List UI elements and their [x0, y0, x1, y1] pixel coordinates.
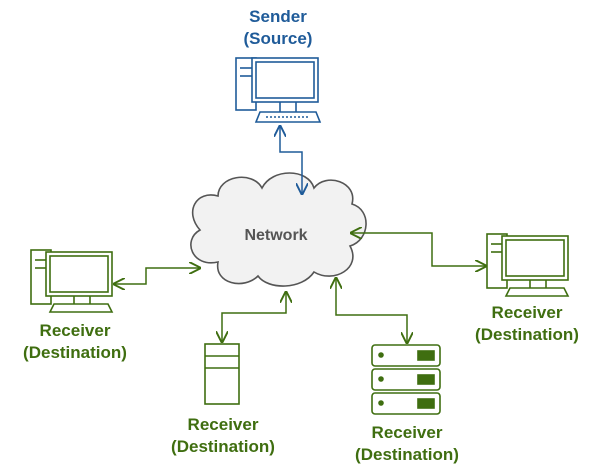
connector-bottom-right-network: [336, 278, 407, 343]
receiver-right-computer: [486, 233, 570, 297]
receiver-left-computer: [30, 249, 114, 313]
cloud-icon: [190, 172, 367, 287]
receiver-bottom-right-label-line2: (Destination): [355, 445, 459, 464]
receiver-bottom-right-label-line1: Receiver: [371, 423, 443, 442]
receiver-bottom-left-tower: [204, 343, 240, 405]
receiver-bottom-left-label: Receiver (Destination): [158, 414, 288, 458]
sender-label: Sender (Source): [218, 6, 338, 50]
receiver-right-label: Receiver (Destination): [462, 302, 592, 346]
receiver-bottom-right-label: Receiver (Destination): [342, 422, 472, 466]
connector-sender-network: [280, 126, 302, 194]
receiver-left-label-line1: Receiver: [39, 321, 111, 340]
receiver-bottom-left-label-line1: Receiver: [187, 415, 259, 434]
network-cloud: Network: [190, 172, 367, 287]
receiver-right-label-line2: (Destination): [475, 325, 579, 344]
receiver-left-label: Receiver (Destination): [10, 320, 140, 364]
connector-bottom-left-network: [222, 292, 286, 342]
sender-label-line2: (Source): [243, 29, 313, 48]
receiver-bottom-right-server: [371, 344, 441, 415]
network-label: Network: [244, 227, 307, 244]
sender-label-line1: Sender: [249, 7, 307, 26]
receiver-left-label-line2: (Destination): [23, 343, 127, 362]
sender-computer: [235, 57, 322, 123]
connector-left-network: [114, 268, 200, 284]
receiver-right-label-line1: Receiver: [491, 303, 563, 322]
connector-right-network: [351, 233, 486, 266]
receiver-bottom-left-label-line2: (Destination): [171, 437, 275, 456]
